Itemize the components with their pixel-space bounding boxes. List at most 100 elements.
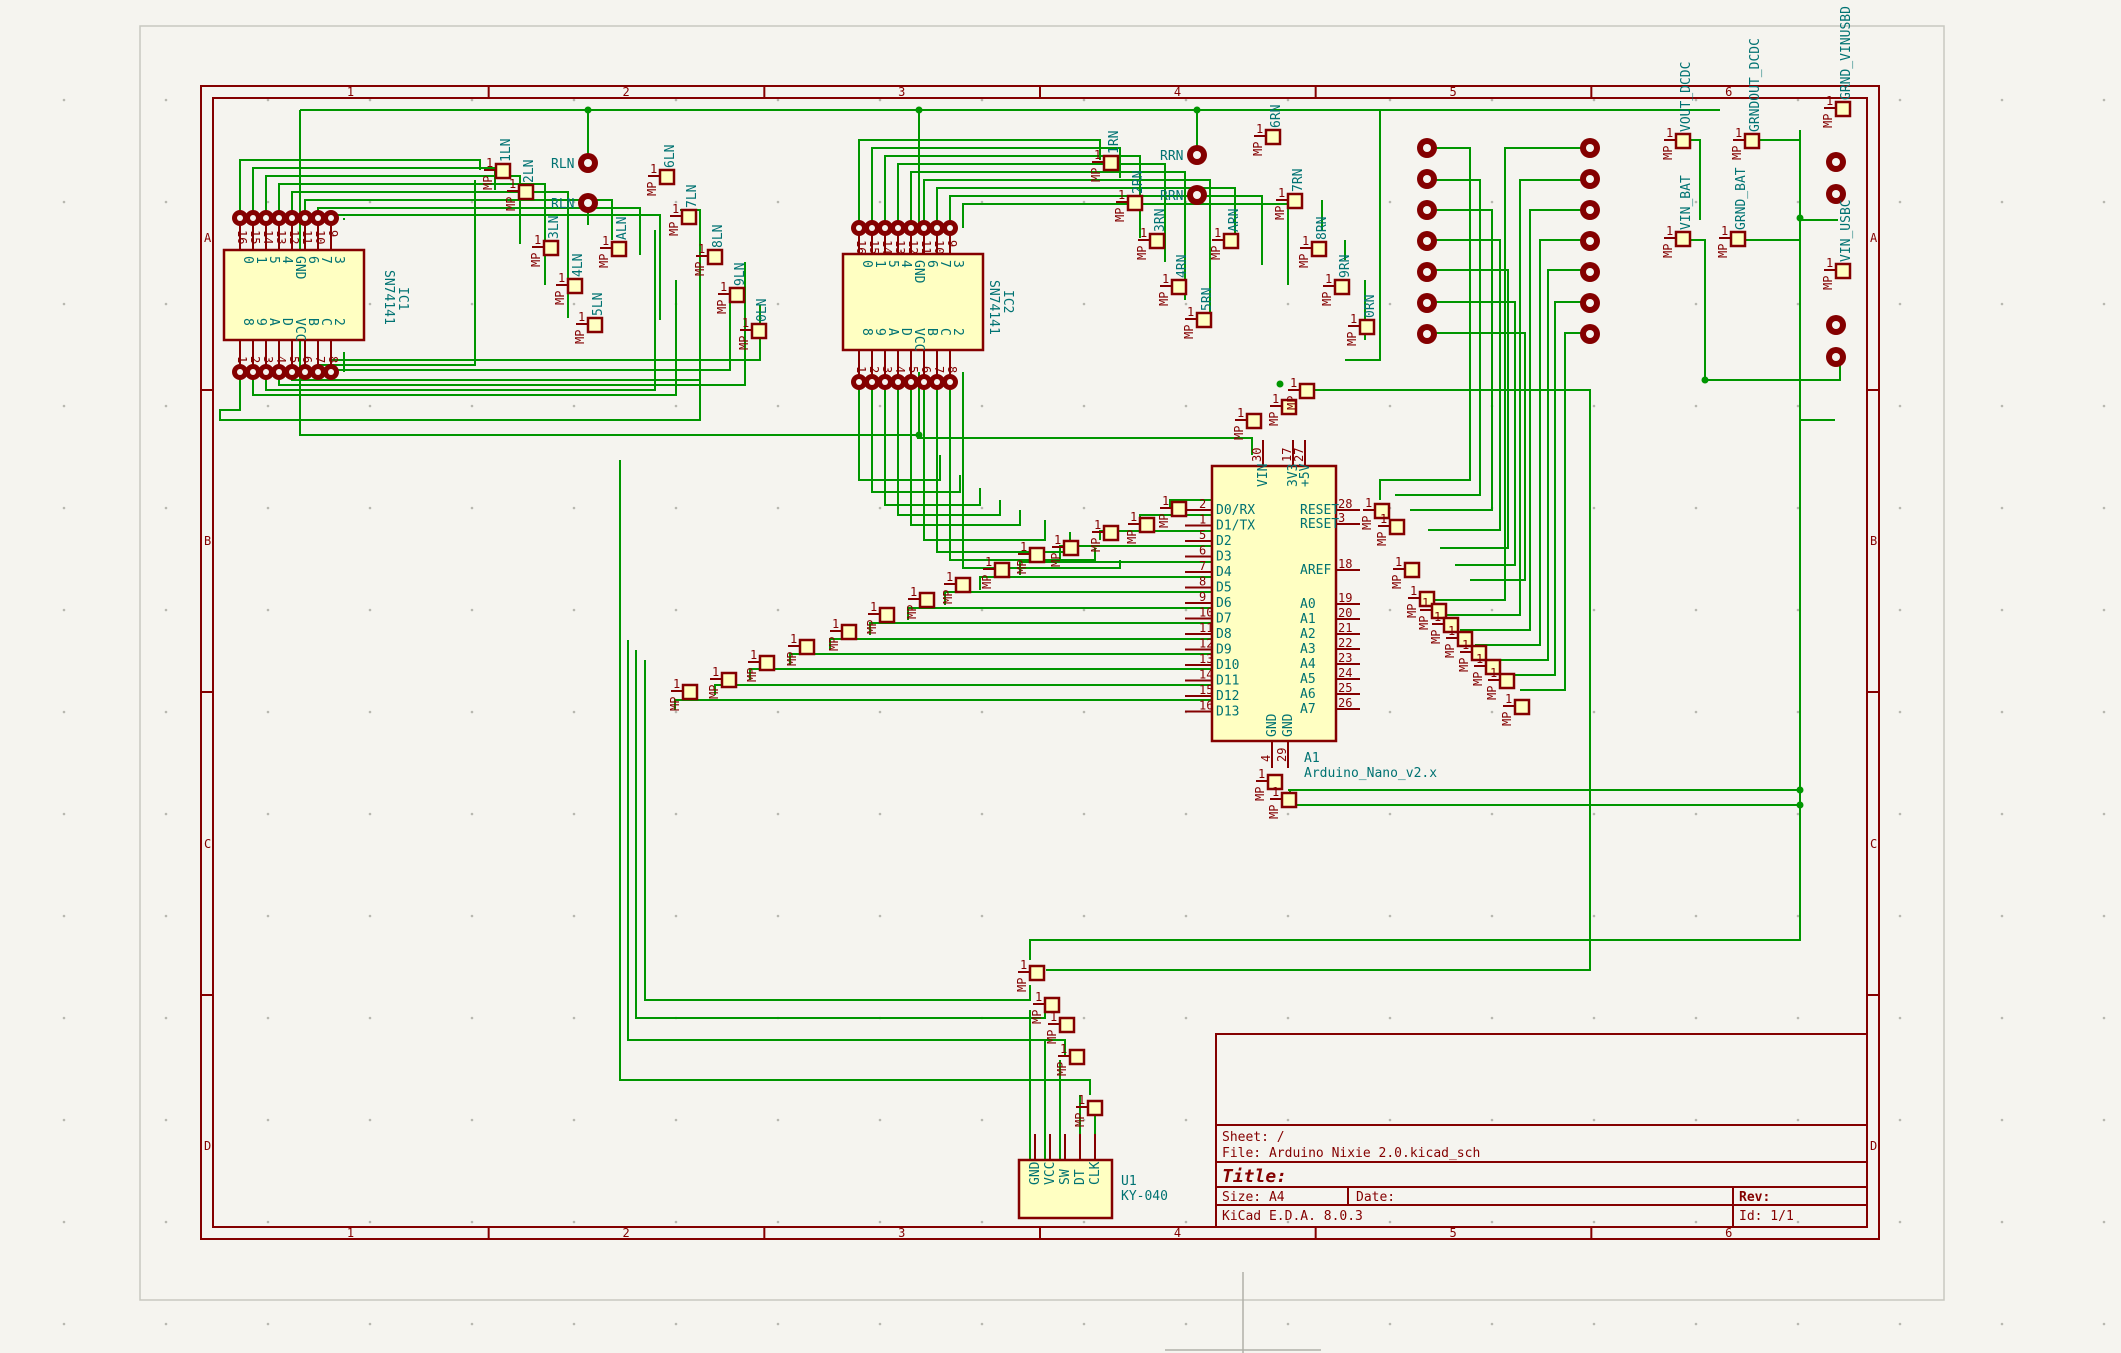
test-point[interactable]: 1MP [707,665,738,699]
svg-text:11: 11 [919,240,933,254]
test-point[interactable]: 1MP [1443,624,1474,658]
test-point[interactable]: 1MP [1375,512,1406,546]
nixie-anode-pad[interactable] [1580,231,1600,251]
svg-text:15: 15 [1199,683,1213,697]
test-point[interactable]: 1MP [1471,652,1502,686]
test-point[interactable]: 1MP [1253,767,1284,801]
test-point[interactable]: 1MP [668,677,699,711]
svg-text:MP: MP [1821,276,1835,290]
svg-text:10: 10 [313,230,327,244]
test-point[interactable]: 1MP [1360,496,1391,530]
ic1-sn74141[interactable]: 08161191525A1434D134GNDVCC1256B1167C1073… [222,210,410,380]
test-point[interactable]: 1MP [1157,494,1188,528]
nixie-anode-pad[interactable] [1417,293,1437,313]
test-point[interactable]: 1MP [1405,584,1436,618]
test-point[interactable]: 1MP [941,570,972,604]
nixie-anode-pad[interactable]: RRN [1160,185,1207,205]
test-point[interactable]: 1MP [1015,958,1046,992]
svg-text:MP: MP [1015,978,1029,992]
test-point[interactable]: 1MP [1429,610,1460,644]
test-point[interactable]: 1MP [785,632,816,666]
test-point[interactable]: 1MP [980,555,1011,589]
test-point[interactable]: 1MP [1417,596,1448,630]
nixie-anode-pad[interactable] [1826,347,1846,367]
nixie-anode-pad[interactable] [1826,184,1846,204]
nixie-anode-pad[interactable] [1826,315,1846,335]
arduino-nano[interactable]: D0/RX2D1/TX1D25D36D47D58D69D710D811D912D… [1185,440,1437,781]
test-point[interactable]: 1MP [905,585,936,619]
test-point[interactable]: 1MP [1500,692,1531,726]
nixie-anode-pad[interactable] [1417,262,1437,282]
test-point[interactable]: 1MP [1390,555,1421,589]
nixie-anode-pad[interactable] [1417,138,1437,158]
test-point[interactable]: 1MP [1485,666,1516,700]
nixie-anode-pad[interactable] [1580,293,1600,313]
nixie-anode-pad[interactable]: RLN [551,153,598,173]
nixie-anode-pad[interactable] [1417,200,1437,220]
connector-layer[interactable]: 1MP1LN1MP2LN1MP3LN1MP4LN1MP5LN1MP6LN1MP7… [481,6,1854,1127]
svg-text:1: 1 [235,356,249,363]
test-point[interactable]: 1MP [1045,1010,1076,1044]
test-point[interactable]: 1MP [1015,540,1046,574]
nixie-anode-pad[interactable] [1417,169,1437,189]
test-point[interactable]: 1MP [865,600,896,634]
nixie-anode-pad[interactable] [1417,231,1437,251]
title-block: Sheet: / File: Arduino Nixie 2.0.kicad_s… [1215,1033,1868,1228]
test-point[interactable]: 1MP [1267,785,1298,819]
ic2-sn74141[interactable]: 08161191525A1434D134GNDVCC1256B1167C1073… [841,220,1015,390]
test-point[interactable]: 1MP [1267,392,1298,426]
test-point[interactable]: 1MP [1125,510,1156,544]
nixie-anode-pad[interactable]: RLN [551,193,598,213]
nixie-anode-pad[interactable] [1417,324,1437,344]
nixie-anode-pad[interactable] [1580,262,1600,282]
nixie-anode-pad[interactable] [1580,138,1600,158]
nixie-anode-pad[interactable] [1826,152,1846,172]
nixie-anode-pad[interactable] [1580,324,1600,344]
test-point[interactable]: 1MP [1089,518,1120,552]
svg-text:MP: MP [1015,560,1029,574]
nixie-anode-pad[interactable] [1580,200,1600,220]
svg-text:14: 14 [1199,668,1213,682]
test-point[interactable]: 1MP [1285,376,1316,410]
nixie-anode-pad[interactable] [1580,169,1600,189]
test-point[interactable]: 1MP [1055,1042,1086,1076]
test-point[interactable]: 1MP [827,617,858,651]
test-point[interactable]: 1MP [745,648,776,682]
test-point[interactable]: 1MP [1457,638,1488,672]
test-point[interactable]: 1MP [1232,406,1263,440]
test-point[interactable]: 1MP [1030,990,1061,1024]
test-point[interactable]: 1MP [1073,1093,1104,1127]
nixie-anode-pad[interactable]: RRN [1160,145,1207,165]
test-point[interactable]: 1MP [1049,533,1080,567]
